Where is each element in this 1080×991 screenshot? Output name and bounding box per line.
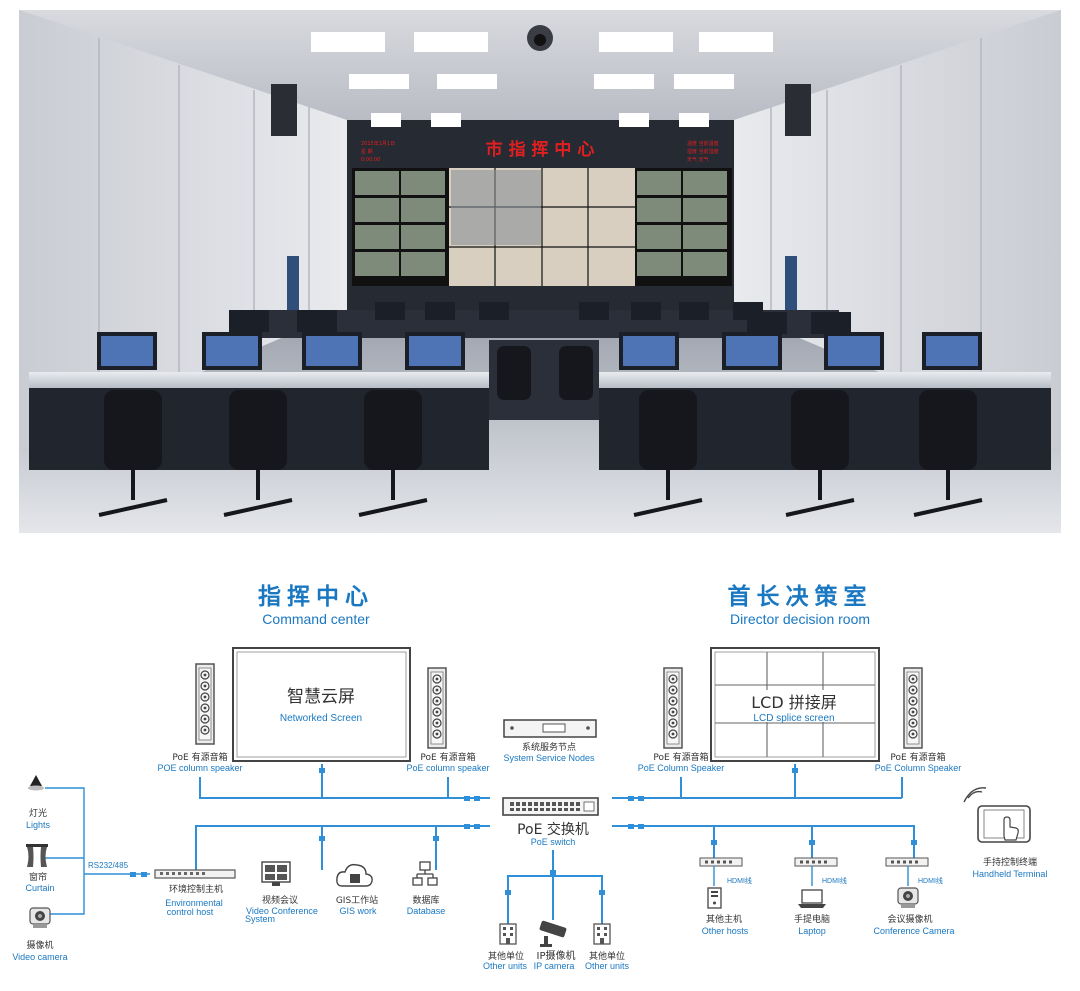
connector-markers	[130, 768, 917, 895]
lights-sublabel: Lights	[26, 820, 51, 830]
speaker-right-2-sublabel: PoE Column Speaker	[875, 763, 962, 773]
other-units-1-label: 其他单位	[488, 950, 524, 962]
other-units-2-label: 其他单位	[589, 950, 625, 962]
top-bus-wires	[199, 764, 903, 799]
curtain-label: 窗帘	[29, 871, 47, 883]
video-conference-sublabel-2: System	[245, 914, 275, 924]
video-camera-icon	[29, 907, 51, 928]
video-camera-sublabel: Video camera	[12, 952, 67, 962]
control-room-photo: 市 指 挥 中 心 2015年1月1日 星 期 0:00:00 温度 当前温度 …	[19, 10, 1061, 533]
handheld-terminal-sublabel: Handheld Terminal	[973, 869, 1048, 879]
speaker-right-2-label: PoE 有源音箱	[890, 751, 945, 763]
environmental-host-sublabel-2: control host	[167, 907, 214, 917]
database-icon	[412, 861, 438, 886]
network-diagram: 指挥中心 Command center 首长决策室 Director decis…	[12, 583, 1048, 971]
host-computer-icon	[707, 887, 722, 909]
speaker-icon	[427, 667, 447, 749]
gis-label: GIS工作站	[336, 894, 378, 906]
speaker-left-1-sublabel: POE column speaker	[157, 763, 242, 773]
gis-sublabel: GIS work	[339, 906, 377, 916]
curtain-sublabel: Curtain	[25, 883, 54, 893]
video-conference-icon	[261, 861, 291, 886]
speaker-icon	[195, 663, 215, 745]
mini-switch-icon	[699, 857, 743, 867]
speaker-right-1-label: PoE 有源音箱	[653, 751, 708, 763]
hdmi-label-2: HDMI线	[822, 876, 847, 885]
gis-cloud-icon	[336, 863, 373, 887]
conference-camera-icon	[897, 887, 919, 908]
speaker-icon	[903, 667, 923, 749]
service-node-sublabel: System Service Nodes	[503, 753, 595, 763]
wall-right-text-2: 湿度 当前湿度	[687, 148, 719, 155]
networked-screen-sublabel: Networked Screen	[280, 713, 362, 724]
mini-switch-icon	[885, 857, 929, 867]
conference-camera-sublabel: Conference Camera	[873, 926, 954, 936]
light-icon	[28, 775, 44, 791]
speaker-left-2-label: PoE 有源音箱	[420, 751, 475, 763]
handheld-terminal-label: 手持控制终端	[983, 856, 1037, 868]
building-icon	[499, 923, 517, 945]
environmental-host-label: 环境控制主机	[169, 883, 223, 895]
poe-switch-sublabel: PoE switch	[531, 837, 576, 847]
mini-switch-icon	[794, 857, 838, 867]
video-conference-sublabel-1: Video Conference	[246, 906, 318, 916]
environment-wires	[45, 787, 150, 915]
director-room-title: 首长决策室	[728, 583, 873, 610]
conference-camera-label: 会议摄像机	[887, 913, 932, 925]
speaker-icon	[663, 667, 683, 749]
lcd-screen-label: LCD 拼接屏	[751, 693, 837, 712]
speaker-left-2-sublabel: PoE column speaker	[406, 763, 489, 773]
other-hosts-label: 其他主机	[706, 913, 742, 925]
handheld-terminal-icon	[963, 787, 1031, 843]
wall-left-text-2: 星 期	[361, 149, 373, 155]
poe-switch-icon	[502, 797, 599, 816]
ip-camera-icon	[539, 920, 567, 947]
speaker-right-1-sublabel: PoE Column Speaker	[638, 763, 725, 773]
laptop-sublabel: Laptop	[798, 926, 826, 936]
hdmi-label-3: HDMI线	[918, 876, 943, 885]
laptop-icon	[798, 889, 826, 908]
rs-label: RS232/485	[88, 861, 129, 870]
video-wall	[352, 168, 732, 286]
laptop-label: 手提电脑	[794, 913, 830, 925]
lcd-screen-sublabel: LCD splice screen	[753, 713, 834, 724]
networked-screen-icon	[232, 647, 411, 762]
database-sublabel: Database	[407, 906, 446, 916]
environmental-host-icon	[154, 869, 236, 879]
speaker-left-1-label: PoE 有源音箱	[172, 751, 227, 763]
wall-right-text-1: 温度 当前温度	[687, 140, 719, 147]
database-label: 数据库	[412, 894, 439, 906]
building-icon	[593, 923, 611, 945]
wall-right-text-3: 天气 天气	[687, 156, 709, 163]
networked-screen-label: 智慧云屏	[287, 687, 355, 707]
video-conference-label: 视频会议	[262, 894, 298, 906]
hdmi-wires	[713, 866, 909, 886]
service-node-icon	[503, 719, 597, 738]
hdmi-label-1: HDMI线	[727, 876, 752, 885]
ip-camera-label: IP摄像机	[537, 949, 576, 962]
wall-left-text-3: 0:00:00	[361, 157, 380, 163]
banner-text: 市 指 挥 中 心	[486, 139, 595, 160]
environmental-host-sublabel-1: Environmental	[165, 898, 223, 908]
wall-left-text-1: 2015年1月1日	[361, 140, 395, 147]
command-center-subtitle: Command center	[262, 611, 370, 627]
director-room-subtitle: Director decision room	[730, 611, 870, 627]
ip-camera-sublabel: IP camera	[534, 961, 575, 971]
service-node-label: 系统服务节点	[522, 741, 576, 753]
other-hosts-sublabel: Other hosts	[702, 926, 749, 936]
curtain-icon	[26, 844, 48, 867]
command-center-title: 指挥中心	[258, 584, 374, 610]
video-camera-label: 摄像机	[26, 939, 53, 951]
other-units-2-sublabel: Other units	[585, 961, 630, 971]
lights-label: 灯光	[29, 807, 47, 819]
other-units-1-sublabel: Other units	[483, 961, 528, 971]
poe-switch-label: PoE 交换机	[517, 821, 589, 838]
